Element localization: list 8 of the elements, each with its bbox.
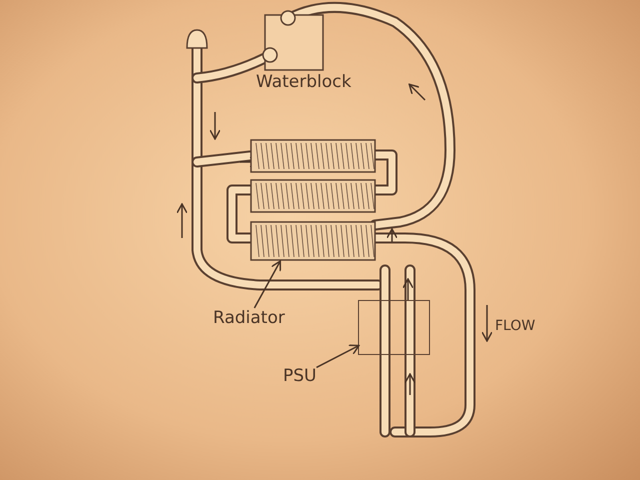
part-label: PSU	[283, 366, 316, 386]
flow-label: FLOW	[495, 318, 536, 334]
leader-arrow	[316, 344, 360, 368]
part-label: Radiator	[213, 308, 285, 328]
radiator-drawing	[250, 138, 378, 262]
leader-arrow	[254, 260, 282, 308]
psu-box	[358, 300, 430, 355]
part-label: Waterblock	[256, 72, 352, 92]
